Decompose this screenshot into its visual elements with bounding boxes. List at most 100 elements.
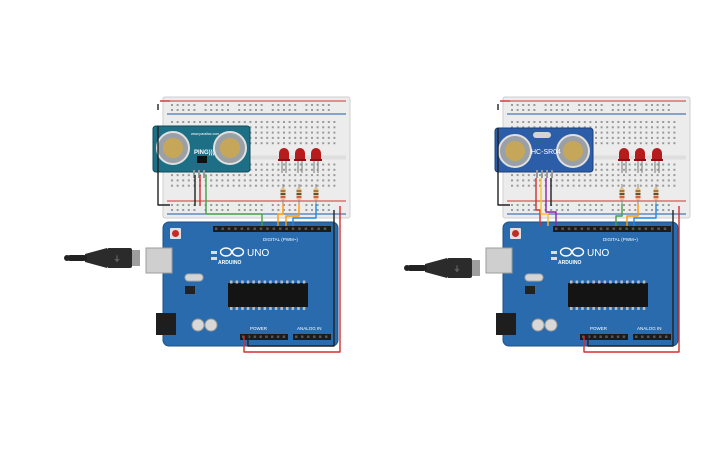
resistor-band [619, 196, 625, 198]
sensor-crystal [533, 132, 551, 138]
chip-pin [570, 280, 573, 284]
chip-pin [586, 307, 590, 310]
breadboard-hole [623, 168, 625, 171]
breadboard-hole [639, 179, 642, 182]
breadboard-hole [651, 142, 653, 145]
chip-pin [252, 307, 255, 310]
breadboard-hole [316, 131, 319, 134]
breadboard-hole [322, 179, 325, 182]
breadboard-hole [589, 126, 592, 129]
logo-loop-right [231, 247, 245, 257]
breadboard-hole [243, 109, 246, 111]
breadboard-hole [311, 168, 313, 171]
usb-plug-body [447, 258, 472, 278]
chip-pin [609, 280, 612, 284]
breadboard-hole [260, 163, 263, 166]
usb-plug-body [107, 248, 132, 268]
breadboard-hole [294, 136, 297, 139]
breadboard-hole [232, 174, 235, 177]
breadboard-hole [561, 126, 564, 129]
breadboard-hole [561, 109, 564, 111]
breadboard-hole [567, 204, 569, 206]
header-pin [304, 227, 308, 230]
breadboard-hole [271, 121, 274, 123]
breadboard-hole [567, 104, 569, 106]
header-pin [319, 335, 322, 338]
breadboard-hole [299, 163, 302, 166]
arduino-model: UNO [587, 248, 609, 259]
breadboard-hole [260, 109, 263, 111]
breadboard-hole [277, 184, 280, 187]
breadboard-hole [634, 131, 637, 134]
resistor [635, 184, 641, 204]
breadboard-hole [600, 184, 603, 187]
logo-loop-left [219, 247, 233, 257]
breadboard-hole [628, 104, 631, 106]
breadboard-hole [266, 184, 269, 187]
breadboard-hole [662, 142, 665, 145]
breadboard-hole [193, 104, 196, 106]
breadboard-hole [243, 184, 246, 187]
breadboard-hole [656, 142, 659, 145]
led-base [278, 159, 290, 161]
breadboard-hole [623, 184, 625, 187]
breadboard-hole [249, 204, 252, 206]
breadboard-hole [578, 174, 581, 177]
power-header [580, 334, 628, 340]
breadboard-hole [255, 174, 257, 177]
breadboard-hole [327, 131, 330, 134]
chip-pin [297, 280, 300, 284]
breadboard-hole [193, 209, 196, 211]
breadboard-hole [266, 163, 269, 166]
reset-button-cap[interactable] [512, 230, 519, 237]
breadboard-hole [623, 204, 625, 206]
breadboard-hole [656, 174, 659, 177]
chip-pin [581, 307, 584, 310]
breadboard-hole [288, 174, 291, 177]
breadboard-hole [662, 136, 665, 139]
breadboard-hole [600, 109, 603, 111]
breadboard-hole [305, 204, 308, 206]
breadboard-hole [533, 179, 536, 182]
breadboard-hole [645, 184, 648, 187]
breadboard-hole [555, 104, 558, 106]
chip-pin [252, 280, 255, 284]
resistor-band [619, 193, 625, 195]
breadboard-hole [645, 109, 648, 111]
header-pin [259, 227, 263, 230]
led-base [310, 159, 322, 161]
breadboard-hole [522, 204, 525, 206]
breadboard-hole [243, 104, 246, 106]
resistor [619, 184, 625, 204]
breadboard-hole [533, 126, 536, 129]
breadboard-hole [667, 174, 670, 177]
analog-header [293, 334, 331, 340]
breadboard-hole [567, 184, 569, 187]
chip-pin [280, 280, 283, 284]
breadboard-hole [639, 142, 642, 145]
breadboard-hole [221, 109, 224, 111]
breadboard-hole [260, 209, 263, 211]
breadboard-hole [667, 209, 670, 211]
breadboard-hole [651, 109, 653, 111]
breadboard-hole [662, 174, 665, 177]
breadboard-hole [544, 121, 547, 123]
breadboard-hole [238, 179, 241, 182]
breadboard-hole [311, 131, 313, 134]
breadboard-hole [333, 174, 336, 177]
header-pin [574, 227, 577, 230]
breadboard-hole [255, 184, 257, 187]
breadboard-hole [645, 168, 648, 171]
breadboard-hole [333, 168, 336, 171]
arduino-logo [219, 247, 245, 257]
breadboard-hole [210, 109, 213, 111]
reset-button-cap[interactable] [172, 230, 179, 237]
breadboard-hole [600, 174, 603, 177]
breadboard-hole [617, 209, 620, 211]
header-pin [619, 227, 622, 230]
breadboard-hole [662, 131, 665, 134]
resistor-band [296, 190, 302, 192]
breadboard-hole [656, 109, 659, 111]
breadboard-hole [238, 209, 241, 211]
